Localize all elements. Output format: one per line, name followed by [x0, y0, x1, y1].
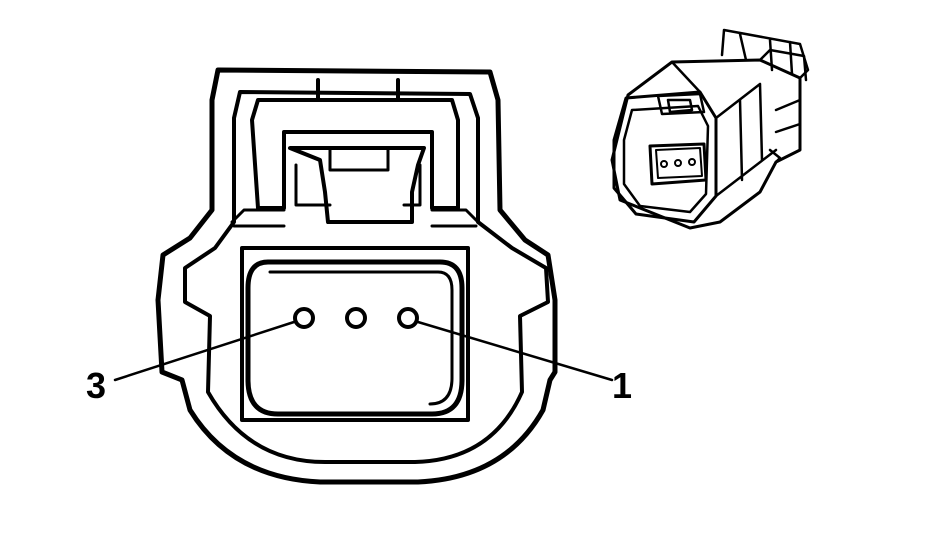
connector-front-view	[155, 67, 558, 485]
right-shoulder	[430, 208, 480, 228]
iso-front-face-inner	[622, 104, 710, 214]
latch-tab-base	[294, 163, 422, 207]
terminal-cavity-inner	[268, 270, 454, 406]
latch-tab	[288, 146, 426, 224]
leader-line-pin-1	[416, 320, 614, 382]
iso-body	[610, 58, 802, 230]
connector-outer-shell	[155, 67, 558, 485]
connector-isometric-view	[610, 28, 810, 230]
latch-block	[316, 78, 400, 102]
iso-front-face	[612, 90, 718, 224]
leader-line-pin-3	[113, 320, 296, 382]
left-shoulder	[230, 208, 286, 228]
iso-pin-2	[674, 159, 682, 167]
face-frame	[240, 246, 470, 422]
iso-pin-1	[688, 158, 696, 166]
callout-pin-1: 1	[612, 365, 632, 406]
pin-1	[397, 307, 419, 329]
iso-latch	[656, 92, 706, 116]
callout-pin-3: 3	[86, 365, 106, 406]
latch-housing	[250, 98, 460, 210]
latch-tab-notch	[328, 148, 390, 172]
iso-terminal-window-inner	[655, 147, 703, 179]
iso-terminal-window	[648, 142, 708, 186]
pin-3	[293, 307, 315, 329]
iso-pin-3	[660, 160, 668, 168]
terminal-cavity	[245, 259, 465, 417]
pin-2	[345, 307, 367, 329]
iso-release-clip	[758, 48, 808, 164]
